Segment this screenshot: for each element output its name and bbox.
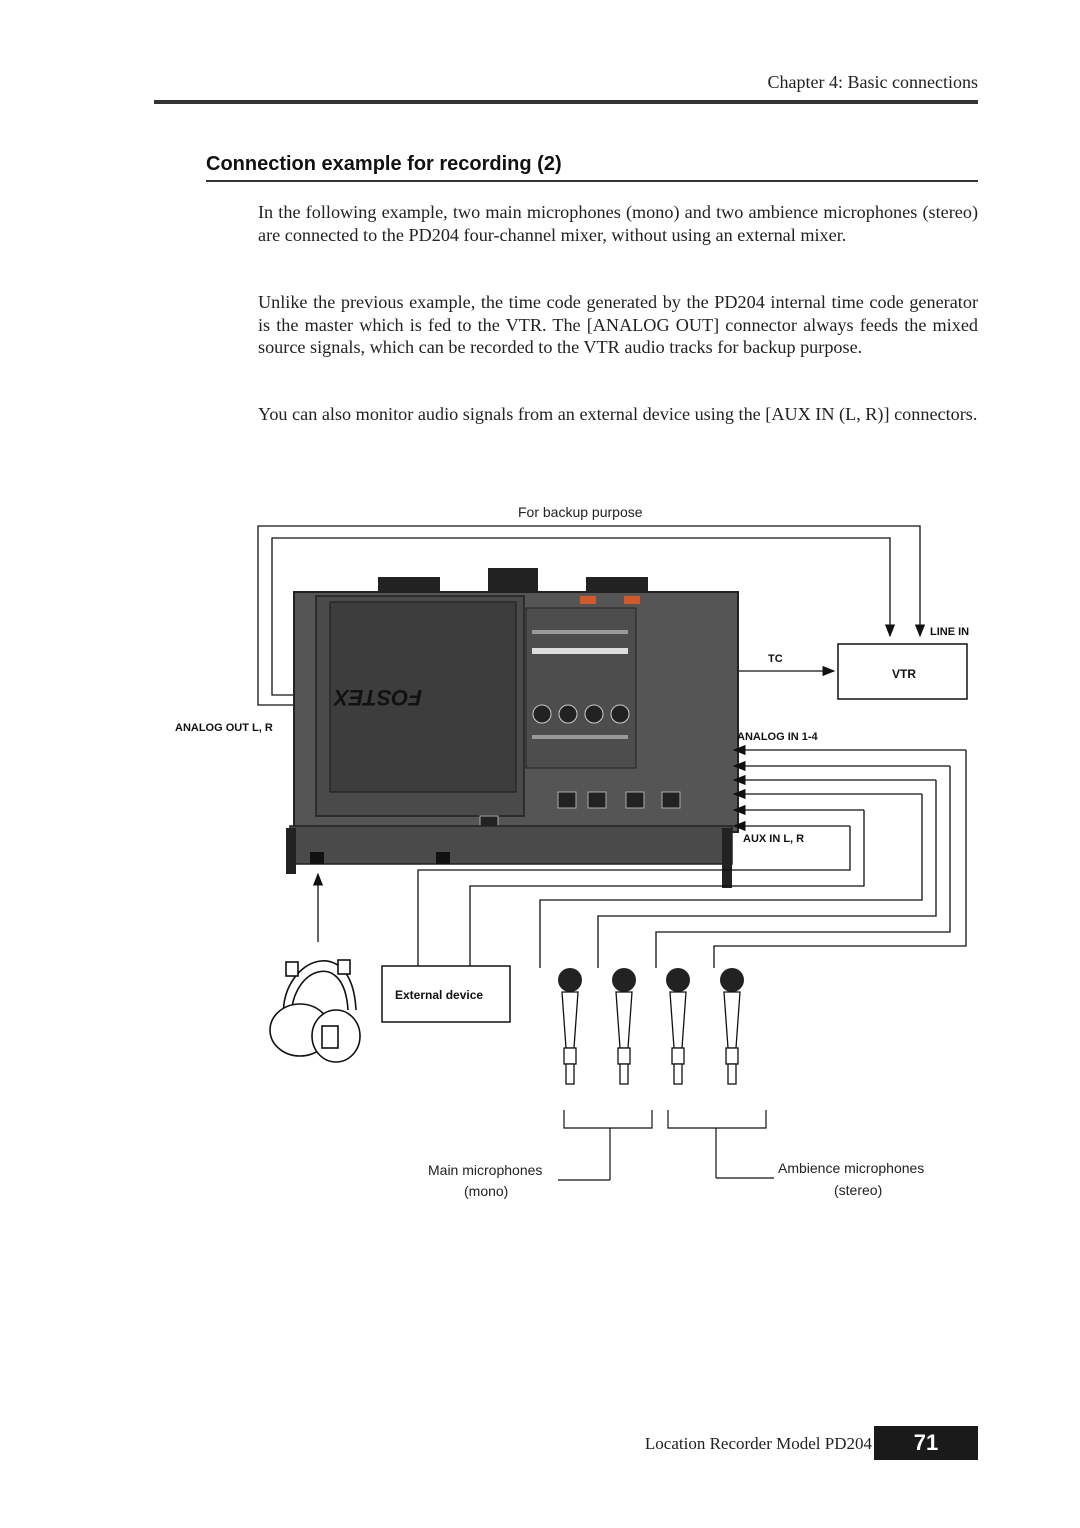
paragraph-1: In the following example, two main micro…: [258, 202, 978, 245]
microphone-3-icon: [666, 968, 690, 1085]
aux-in-label: AUX IN L, R: [743, 833, 804, 845]
aux-in-cables: [417, 804, 865, 966]
analog-out-cables: [257, 525, 926, 706]
pd204-device: FOSTEX: [286, 568, 739, 888]
fostex-logo: FOSTEX: [333, 685, 422, 710]
microphone-icons: [558, 968, 744, 1085]
title-rule: [206, 180, 978, 182]
external-device-box: External device: [381, 965, 511, 1023]
paragraph-2: Unlike the previous example, the time co…: [258, 292, 978, 357]
microphone-4-icon: [720, 968, 744, 1085]
analog-out-label: ANALOG OUT L, R: [175, 722, 273, 734]
microphone-2-icon: [612, 968, 636, 1085]
headphones-icon: [269, 959, 361, 1063]
tc-label: TC: [768, 653, 783, 665]
chapter-header: Chapter 4: Basic connections: [767, 72, 978, 92]
footer-text: Location Recorder Model PD204: [644, 1434, 872, 1453]
paragraph-3: You can also monitor audio signals from …: [258, 404, 978, 424]
mic-group-brackets: [558, 1110, 774, 1181]
ambience-mics-sub: (stereo): [834, 1182, 882, 1198]
connection-diagram: For backup purpose TC VTR LINE IN FOSTEX: [175, 504, 969, 1199]
line-in-label: LINE IN: [930, 626, 969, 638]
microphone-1-icon: [558, 968, 582, 1085]
tc-cable: TC: [738, 653, 836, 677]
vtr-label: VTR: [892, 667, 916, 681]
ambience-mics-label: Ambience microphones: [778, 1160, 924, 1176]
backup-label: For backup purpose: [518, 504, 643, 520]
header-rule: [154, 100, 978, 104]
main-mics-label: Main microphones: [428, 1162, 542, 1178]
external-device-label: External device: [395, 988, 483, 1002]
section-title: Connection example for recording (2): [206, 153, 562, 175]
analog-in-cables: [539, 744, 967, 968]
analog-in-label: ANALOG IN 1-4: [737, 731, 819, 743]
vtr-box: VTR LINE IN: [837, 626, 969, 700]
main-mics-sub: (mono): [464, 1183, 508, 1199]
page-number: 71: [874, 1426, 978, 1460]
